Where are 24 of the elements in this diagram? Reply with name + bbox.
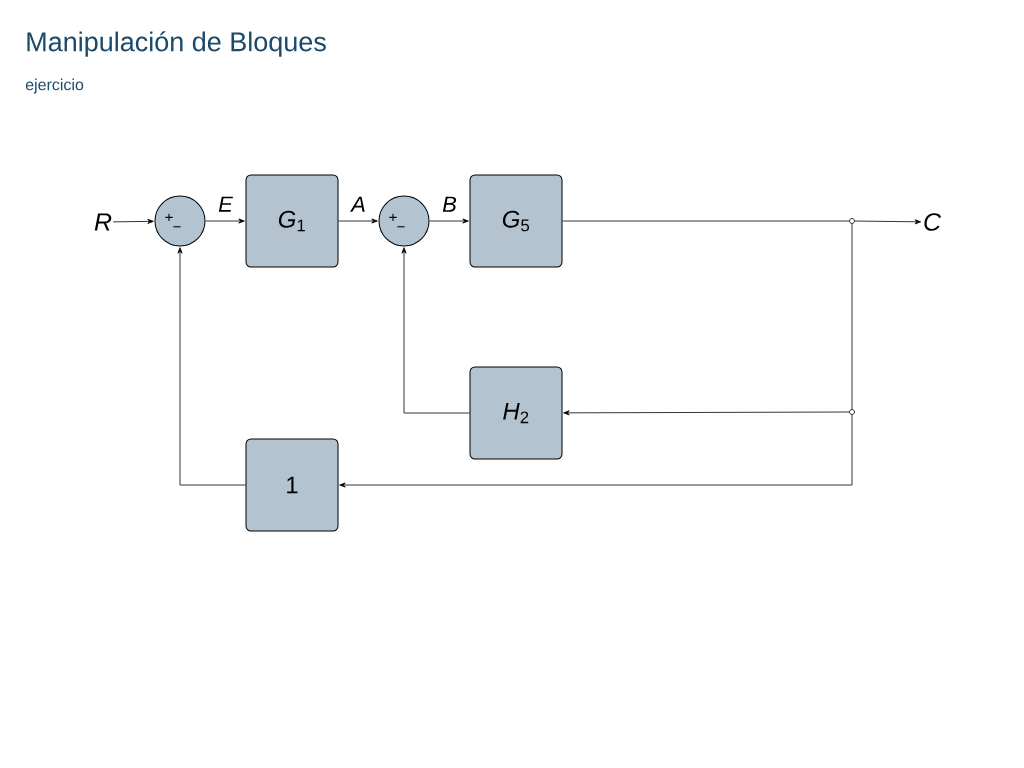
slide-title: Manipulación de Bloques xyxy=(27,31,326,57)
arrow xyxy=(112,218,154,224)
transfer-block: 1 xyxy=(245,438,339,532)
arrow xyxy=(338,218,378,224)
arrow xyxy=(429,218,469,224)
summing-junction: + − xyxy=(154,195,206,247)
arrow xyxy=(563,410,850,416)
signal-label: R xyxy=(94,213,112,231)
summing-junction: + − xyxy=(378,195,430,247)
arrow xyxy=(205,218,245,224)
arrow xyxy=(401,247,470,414)
signal-label: C xyxy=(924,213,942,231)
slide-subtitle: ejercicio xyxy=(25,78,84,94)
branch-point xyxy=(849,218,855,224)
arrow xyxy=(339,414,853,488)
edge-label: B xyxy=(441,195,458,213)
edge-label: E xyxy=(217,195,234,213)
edge-label: A xyxy=(350,195,367,213)
branch-point xyxy=(849,409,855,415)
transfer-block: G$_{5}$ xyxy=(469,174,563,268)
transfer-block: G$_{1}$ xyxy=(245,174,339,268)
arrow xyxy=(854,219,922,225)
transfer-block: H$_{2}$ xyxy=(469,366,563,460)
arrow xyxy=(177,247,246,486)
